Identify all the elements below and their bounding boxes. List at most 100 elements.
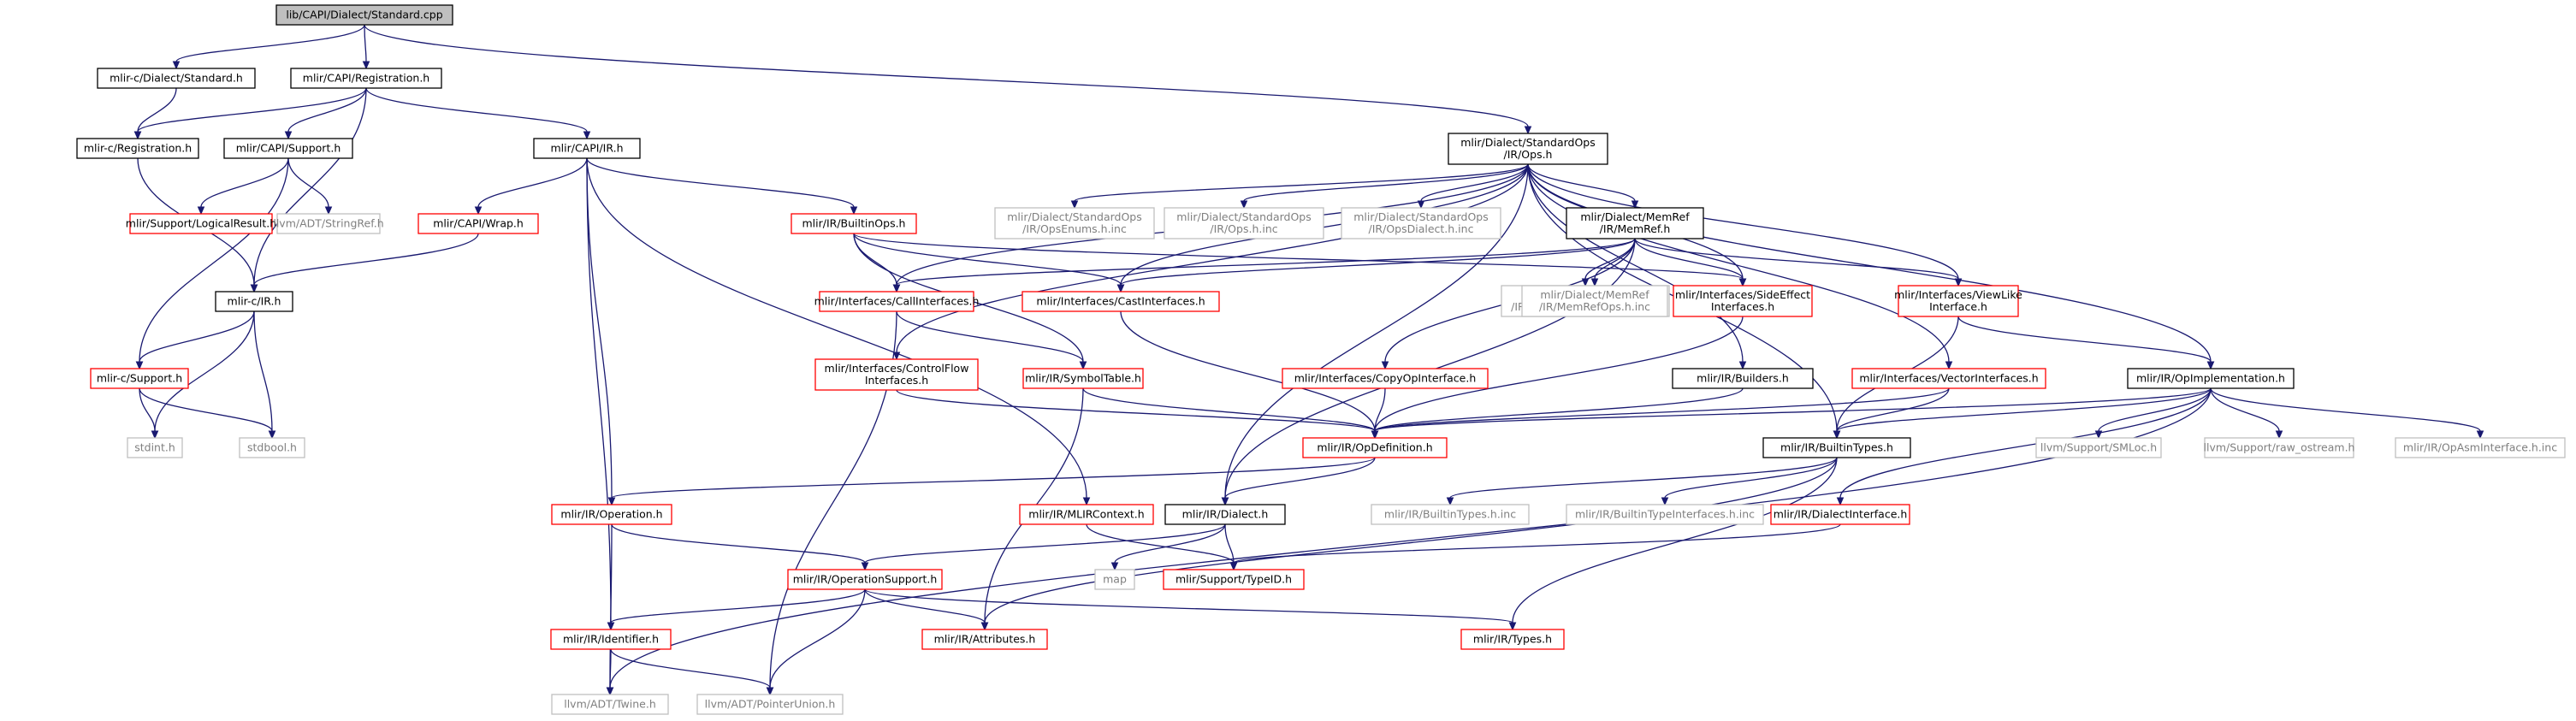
node-box [791,213,917,234]
graph-node-dialectif[interactable]: mlir/IR/DialectInterface.h [1770,504,1910,525]
node-label: llvm/ADT/PointerUnion.h [705,698,836,711]
node-label: mlir/IR/OperationSupport.h [793,573,938,586]
edge-memref-to-callif [892,238,1636,293]
node-box [2204,437,2354,458]
edge-stdops-to-vectorif [1527,163,1953,370]
edge-capireg-to-creg [133,87,367,140]
node-box [1851,368,2046,389]
edge-identifier-to-ptrunion [610,648,774,696]
node-box [533,138,641,159]
edge-builtintypes-to-btifinc [1661,457,1838,506]
edge-opimpl-to-opdef [1371,387,2212,440]
graph-node-typeid[interactable]: mlir/Support/TypeID.h [1163,569,1305,590]
node-box [1770,504,1910,525]
graph-node-callif[interactable]: mlir/Interfaces/CallInterfaces.h [814,291,980,312]
graph-node-symtab[interactable]: mlir/IR/SymbolTable.h [1022,368,1144,389]
edge-builtinops-to-sideeffect [853,233,1747,287]
edge-mlircontext-to-typeid [1086,523,1238,571]
graph-node-capiir[interactable]: mlir/CAPI/IR.h [533,138,641,159]
graph-node-types[interactable]: mlir/IR/Types.h [1460,629,1565,650]
node-label: mlir/Interfaces/SideEffect [1675,288,1810,301]
node-label: mlir/IR/Attributes.h [934,633,1036,646]
graph-node-dialect[interactable]: mlir/IR/Dialect.h [1164,504,1286,525]
node-box [1371,504,1530,525]
node-box [2035,437,2162,458]
graph-node-builders[interactable]: mlir/IR/Builders.h [1672,368,1814,389]
node-label: mlir/Interfaces/CastInterfaces.h [1036,295,1205,308]
graph-node-opimpl[interactable]: mlir/IR/OpImplementation.h [2127,368,2295,389]
edge-operation-to-opsupport [611,523,869,571]
node-box [223,138,353,159]
node-box [921,629,1048,650]
edge-layer [133,24,2484,696]
edge-capisup-to-csupport [135,157,289,370]
node-box [819,291,974,312]
graph-node-operation[interactable]: mlir/IR/Operation.h [551,504,672,525]
edge-capiir-to-wrap [474,157,588,216]
node-box [417,213,539,234]
node-label: mlir/Dialect/StandardOps [1007,210,1142,223]
edge-cir-to-stdbool [253,310,276,440]
graph-node-logres[interactable]: mlir/Support/LogicalResult.h [126,213,276,234]
node-label: mlir/IR/MLIRContext.h [1028,508,1144,521]
graph-node-cir[interactable]: mlir-c/IR.h [215,291,293,312]
node-label: mlir/Interfaces/CopyOpInterface.h [1294,372,1477,385]
graph-node-builtintypes[interactable]: mlir/IR/BuiltinTypes.h [1762,437,1911,458]
graph-node-memref[interactable]: mlir/Dialect/MemRef/IR/MemRef.h [1566,207,1704,239]
node-box [1022,368,1144,389]
edge-builders-to-opdef [1371,387,1744,440]
graph-node-builtinops[interactable]: mlir/IR/BuiltinOps.h [791,213,917,234]
node-label: mlir/Support/TypeID.h [1175,573,1292,586]
graph-node-castif[interactable]: mlir/Interfaces/CastInterfaces.h [1022,291,1220,312]
node-label: /IR/MemRef.h [1600,222,1671,235]
node-label: mlir/IR/OpImplementation.h [2136,372,2285,385]
graph-node-mlircontext[interactable]: mlir/IR/MLIRContext.h [1019,504,1154,525]
graph-node-stdops[interactable]: mlir/Dialect/StandardOps/IR/Ops.h [1448,133,1608,165]
node-box [239,437,305,458]
graph-node-creg[interactable]: mlir-c/Registration.h [76,138,199,159]
graph-node-capireg[interactable]: mlir/CAPI/Registration.h [290,68,442,89]
node-box [1673,285,1813,317]
graph-node-wrap[interactable]: mlir/CAPI/Wrap.h [417,213,539,234]
node-label: mlir/Support/LogicalResult.h [126,217,276,230]
node-box [1341,207,1501,239]
edge-opdef-to-operation [607,457,1376,506]
graph-node-opsupport[interactable]: mlir/IR/OperationSupport.h [787,569,943,590]
graph-node-std_h[interactable]: mlir-c/Dialect/Standard.h [97,68,256,89]
graph-node-identifier[interactable]: mlir/IR/Identifier.h [550,629,672,650]
node-label: mlir/IR/OpAsmInterface.h.inc [2403,441,2557,454]
edge-capisup-to-logres [197,157,289,216]
node-label: mlir/Dialect/MemRef [1580,210,1690,223]
edge-copyop-to-opdef [1371,387,1386,440]
node-label: mlir/IR/BuiltinTypes.h.inc [1384,508,1516,521]
node-box [1164,207,1324,239]
node-label: mlir/Interfaces/ControlFlow [825,362,969,375]
edge-dialect-to-opsupport [861,523,1226,571]
node-layer: lib/CAPI/Dialect/Standard.cpp mlir-c/Dial… [76,4,2566,715]
graph-node-opdef[interactable]: mlir/IR/OpDefinition.h [1302,437,1448,458]
node-box [1094,569,1135,590]
node-label: mlir/IR/DialectInterface.h [1774,508,1908,521]
graph-node-stdint: stdint.h [127,437,183,458]
graph-node-smloc: llvm/Support/SMLoc.h [2035,437,2162,458]
graph-node-capisup[interactable]: mlir/CAPI/Support.h [223,138,353,159]
graph-node-stdbool: stdbool.h [239,437,305,458]
edge-identifier-to-twine [606,648,614,696]
edge-csupport-to-stdbool [139,387,276,440]
node-label: mlir-c/Registration.h [84,142,192,155]
node-box [1460,629,1565,650]
node-label: mlir-c/IR.h [228,295,281,308]
node-box [1164,504,1286,525]
graph-node-attributes[interactable]: mlir/IR/Attributes.h [921,629,1048,650]
edge-opimpl-to-opasm [2210,387,2484,440]
graph-node-csupport[interactable]: mlir-c/Support.h [90,368,189,389]
node-box [129,213,273,234]
edge-capireg-to-capisup [284,87,367,140]
edge-dialect-to-map [1110,523,1226,571]
graph-node-root[interactable]: lib/CAPI/Dialect/Standard.cpp [275,4,453,26]
graph-node-vectorif[interactable]: mlir/Interfaces/VectorInterfaces.h [1851,368,2046,389]
graph-node-copyop[interactable]: mlir/Interfaces/CopyOpInterface.h [1282,368,1489,389]
